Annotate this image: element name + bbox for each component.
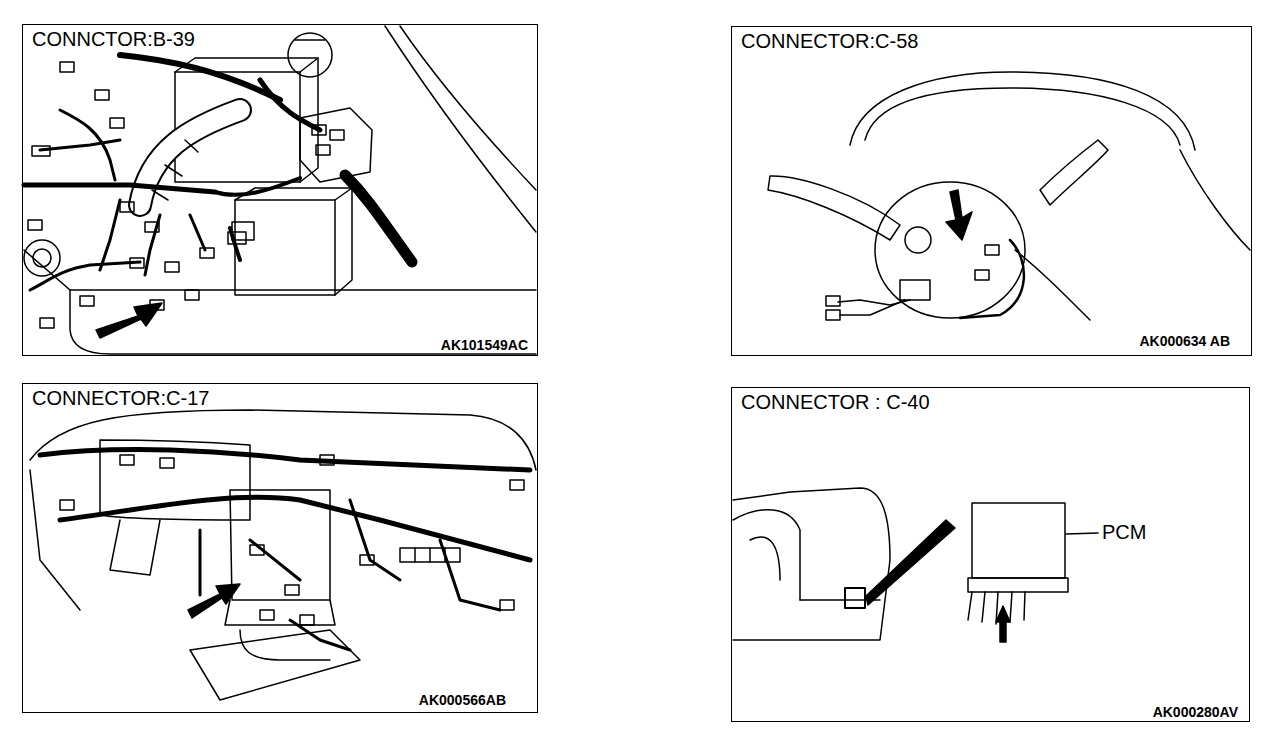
engine-compartment-drawing xyxy=(24,26,536,354)
panel-heading: CONNECTOR:C-17 xyxy=(29,387,212,409)
panel-heading: CONNECTOR : C-40 xyxy=(738,391,933,413)
figure-panel: CONNECTOR : C-40AK000280AV xyxy=(731,387,1250,722)
pcm-location-drawing xyxy=(733,488,1098,642)
figure-panel: CONNCTOR:B-39AK101549AC xyxy=(22,24,538,356)
part-label: PCM xyxy=(1100,521,1148,543)
figure-code: AK000566AB xyxy=(416,692,509,708)
figure-code: AK000634 AB xyxy=(1136,333,1233,349)
panel-heading: CONNCTOR:B-39 xyxy=(29,28,198,50)
figure-panel: CONNECTOR:C-17AK000566AB xyxy=(22,383,538,713)
panel-heading: CONNECTOR:C-58 xyxy=(738,30,921,52)
instrument-panel-drawing xyxy=(30,410,536,700)
figure-panel: CONNECTOR:C-58AK000634 AB xyxy=(731,26,1252,356)
steering-column-drawing xyxy=(768,72,1250,320)
figure-code: AK000280AV xyxy=(1150,704,1241,720)
figure-code: AK101549AC xyxy=(438,337,531,353)
